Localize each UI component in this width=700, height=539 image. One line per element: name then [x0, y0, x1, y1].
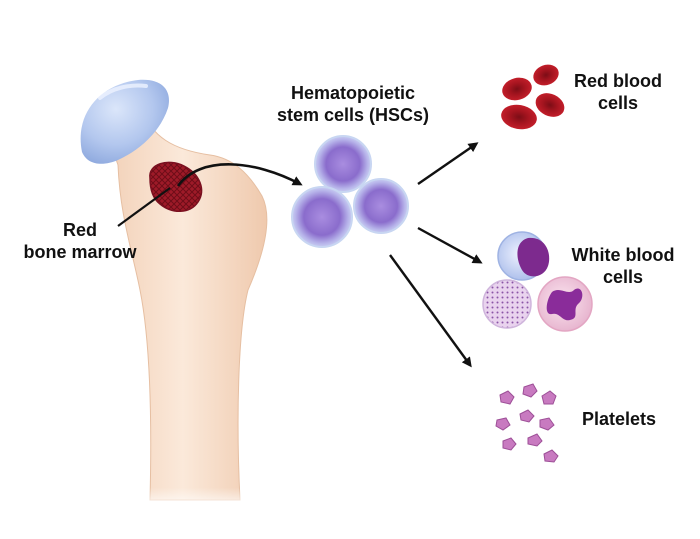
- platelet: [539, 417, 555, 431]
- femoral-head-cartilage: [80, 79, 169, 164]
- femur-bone: [80, 79, 268, 510]
- red-blood-cells: [501, 64, 565, 130]
- label-line: bone marrow: [23, 242, 137, 262]
- red-blood-cell: [535, 93, 565, 117]
- platelet: [502, 437, 517, 451]
- platelet: [495, 417, 511, 431]
- neutrophil-nucleus: [546, 288, 583, 321]
- label-platelets: Platelets: [574, 408, 664, 430]
- red-blood-cell: [533, 64, 559, 86]
- platelet: [519, 409, 535, 423]
- platelet: [541, 390, 557, 405]
- label-hsc: Hematopoietic stem cells (HSCs): [268, 82, 438, 126]
- red-blood-cell: [501, 104, 537, 130]
- basophil-cell: [482, 279, 532, 329]
- label-red-blood-cells: Red blood cells: [568, 70, 668, 114]
- arrow-to-white-blood-cells: [417, 226, 483, 264]
- hsc-cell: [314, 135, 372, 193]
- white-blood-cells: [482, 231, 593, 332]
- platelet: [543, 449, 559, 463]
- platelets-group: [495, 383, 559, 463]
- label-line: stem cells (HSCs): [276, 105, 430, 125]
- platelet: [522, 383, 538, 398]
- label-line: Hematopoietic: [290, 83, 416, 103]
- arrow-to-red-blood-cells: [417, 142, 479, 185]
- label-line: Red blood: [574, 71, 662, 91]
- label-line: White blood: [571, 245, 675, 265]
- platelet: [499, 390, 515, 405]
- hsc-cell: [291, 186, 353, 248]
- lymphocyte-nucleus: [517, 237, 550, 277]
- label-line: cells: [597, 93, 639, 113]
- platelet: [527, 433, 543, 447]
- arrow-to-platelets: [389, 254, 472, 368]
- marrow-to-hsc-arrow: [176, 163, 303, 187]
- label-red-bone-marrow: Red bone marrow: [20, 219, 140, 263]
- marrow-pointer-line: [117, 187, 171, 227]
- label-line: Platelets: [581, 409, 657, 429]
- hsc-cells: [291, 135, 409, 248]
- label-line: Red: [62, 220, 97, 240]
- label-white-blood-cells: White blood cells: [568, 244, 678, 288]
- red-blood-cell: [502, 77, 532, 101]
- hsc-cell: [353, 178, 409, 234]
- label-line: cells: [602, 267, 644, 287]
